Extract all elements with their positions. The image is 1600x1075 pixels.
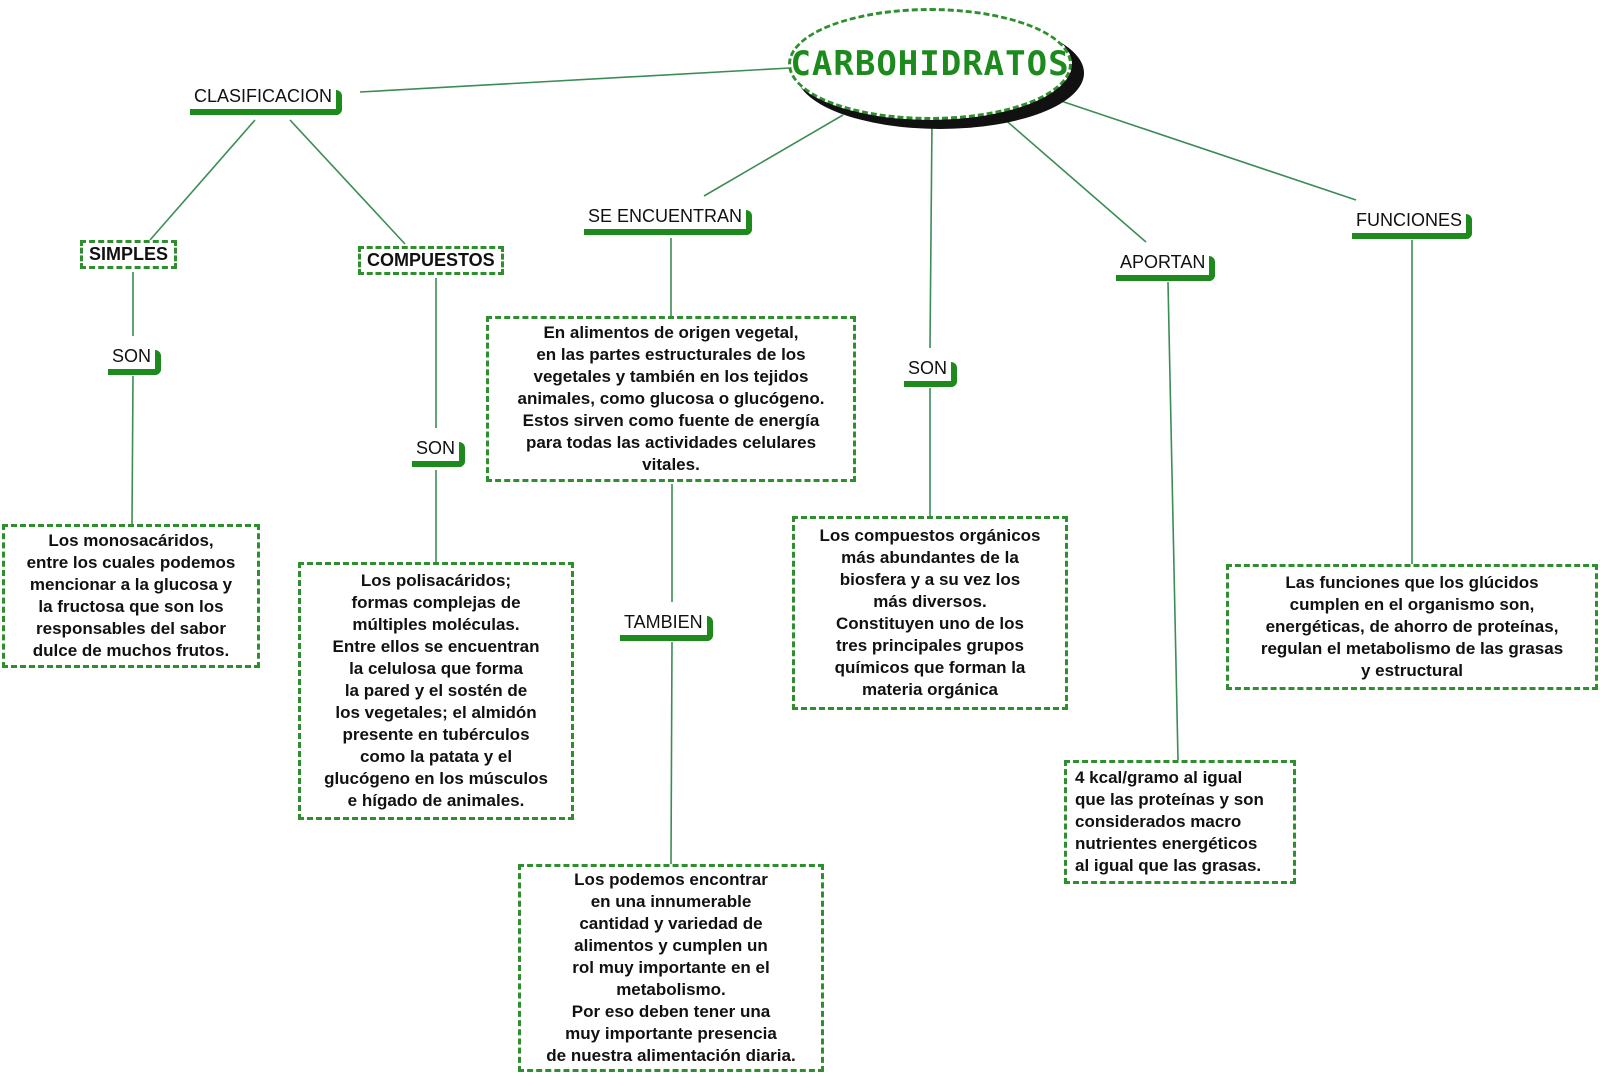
node-son-compuestos: SON — [412, 436, 466, 467]
link-title-clasificacion — [359, 67, 791, 93]
link-son-monosacaridos — [131, 375, 134, 525]
link-tambien-encontrar — [670, 641, 673, 865]
link-title-son — [929, 119, 933, 349]
link-clasificacion-compuestos — [289, 119, 406, 245]
title-node: CARBOHIDRATOS — [788, 8, 1084, 129]
node-clasificacion: CLASIFICACION — [190, 84, 343, 115]
link-clasificacion-simples — [149, 119, 256, 241]
link-title-seencuentran — [703, 114, 844, 197]
node-se-encuentran: SE ENCUENTRAN — [584, 204, 753, 235]
node-funciones: FUNCIONES — [1352, 208, 1473, 239]
box-alimentos: En alimentos de origen vegetal, en las p… — [486, 316, 856, 482]
box-encontrar: Los podemos encontrar en una innumerable… — [518, 864, 824, 1072]
box-monosacaridos: Los monosacáridos, entre los cuales pode… — [2, 524, 260, 668]
title-text: CARBOHIDRATOS — [790, 44, 1070, 84]
node-son-central: SON — [904, 356, 958, 387]
node-compuestos: COMPUESTOS — [358, 246, 504, 275]
node-tambien: TAMBIEN — [620, 610, 713, 641]
node-son-simples: SON — [108, 344, 162, 375]
node-aportan: APORTAN — [1116, 250, 1216, 281]
link-aportan-kcal — [1167, 281, 1179, 761]
box-compuestos-organicos: Los compuestos orgánicos más abundantes … — [792, 516, 1068, 710]
title-oval: CARBOHIDRATOS — [788, 8, 1072, 120]
box-funciones-desc: Las funciones que los glúcidos cumplen e… — [1226, 564, 1598, 690]
link-title-funciones — [1057, 99, 1357, 201]
box-kcal: 4 kcal/gramo al igual que las proteínas … — [1064, 760, 1296, 884]
link-title-aportan — [1001, 116, 1147, 243]
node-simples: SIMPLES — [80, 240, 178, 269]
box-polisacaridos: Los polisacáridos; formas complejas de m… — [298, 562, 574, 820]
